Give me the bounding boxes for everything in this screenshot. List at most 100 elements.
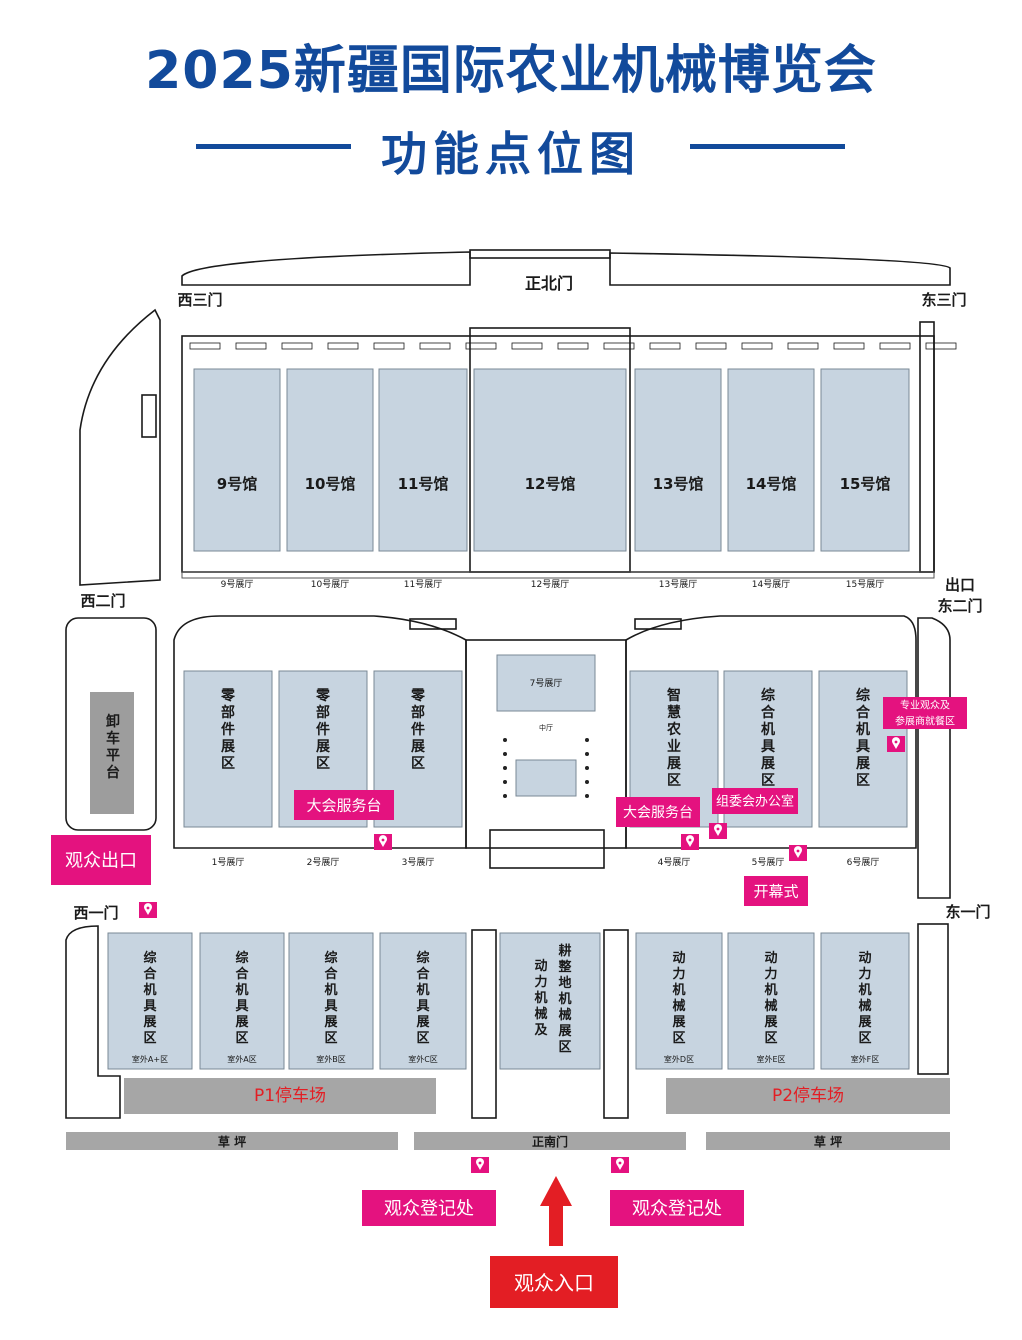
north-hall-door-mark: [603, 342, 635, 350]
outdoor-zone-name: 综合机具展区: [416, 950, 430, 1046]
parking-p1-label: P1停车场: [254, 1086, 326, 1106]
outdoor-zone-5: [635, 932, 723, 1070]
audience-entrance-label: 观众入口: [514, 1271, 594, 1295]
south-main-gate-strip: [414, 1132, 686, 1150]
north-hall-door-mark: [649, 342, 681, 350]
title-rule-right: [690, 144, 845, 149]
north-hall-12: [473, 368, 627, 552]
parking-p1: [124, 1078, 436, 1114]
service-desk-1-label: 大会服务台: [306, 796, 381, 814]
west-building-notch: [141, 394, 157, 438]
opening-ceremony-pin: [789, 845, 807, 861]
north-west-strip: [181, 251, 471, 286]
center-column-dot: [503, 780, 507, 784]
north-hall-15: [820, 368, 910, 552]
north-east-strip: [609, 252, 951, 286]
middle-hall-name: 综合机具展区: [760, 687, 776, 789]
north-hall-14: [727, 368, 815, 552]
pro-dining-pin: [887, 736, 905, 752]
north-hall-door-mark: [327, 342, 359, 350]
opening-ceremony-label-box: [744, 876, 808, 906]
north-hall-label: 9号展厅: [221, 579, 254, 590]
north-hall-name: 11号馆: [398, 475, 449, 493]
center-column-dot: [503, 766, 507, 770]
outdoor-zone-code: 室外E区: [756, 1054, 785, 1064]
middle-hall-label: 3号展厅: [402, 857, 435, 868]
outdoor-zone-code: 室外A区: [227, 1054, 256, 1064]
center-hall-label: 中厅: [539, 723, 553, 732]
north-hall-door-mark: [419, 342, 451, 350]
center-column-dot: [585, 794, 589, 798]
west-curved-building: [79, 308, 161, 586]
outdoor-zone-code: 室外D区: [664, 1054, 694, 1064]
middle-hall-1: [183, 670, 273, 828]
south-main-gate-label: 正南门: [532, 1134, 568, 1149]
east-2-exit-label: 出口: [945, 576, 975, 594]
north-hall-name: 13号馆: [653, 475, 704, 493]
lawn-east: [706, 1132, 950, 1150]
middle-east-door: [634, 618, 682, 630]
north-main-gate-label: 正北门: [525, 274, 573, 293]
middle-hall-name: 综合机具展区: [855, 687, 871, 789]
north-hall-door-mark: [557, 342, 589, 350]
north-hall-door-mark: [741, 342, 773, 350]
outdoor-zone-code: 室外C区: [408, 1054, 438, 1064]
middle-west-door: [409, 618, 457, 630]
middle-hall-label: 2号展厅: [307, 857, 340, 868]
outdoor-zone-3: [379, 932, 467, 1070]
outdoor-west-edge: [65, 925, 121, 1119]
audience-entrance-box: [490, 1256, 618, 1308]
east-1-strip: [917, 923, 949, 1075]
east-side-strip: [919, 321, 935, 573]
outdoor-zone-name: 动力机械展区: [672, 951, 686, 1046]
unloading-platform-label: 卸车平台: [106, 713, 120, 781]
north-hall-door-mark: [787, 342, 819, 350]
north-hall-corridor: [181, 571, 935, 579]
registration-2-pin: [611, 1157, 629, 1173]
title-rule-left: [196, 144, 351, 149]
pro-dining-line-2: 参展商就餐区: [895, 715, 955, 728]
outdoor-zone-0: [107, 932, 193, 1070]
center-column-dot: [503, 738, 507, 742]
north-hall-door-mark: [833, 342, 865, 350]
map-title: 2025新疆国际农业机械博览会: [145, 41, 877, 101]
audience-exit-label: 观众出口: [65, 850, 137, 871]
north-hall-label: 15号展厅: [846, 579, 884, 590]
east-3-gate-label: 东三门: [921, 291, 966, 309]
center-column-dot: [585, 766, 589, 770]
hall-7-label: 7号展厅: [530, 678, 563, 689]
outdoor-zone-name: 综合机具展区: [235, 950, 249, 1046]
pro-dining-line-2-box: [883, 713, 967, 729]
west-1-pin: [139, 902, 157, 918]
outdoor-zone-name: 动力机械展区: [858, 951, 872, 1046]
outdoor-zone-name: 综合机具展区: [324, 950, 338, 1046]
north-hall-door-mark: [695, 342, 727, 350]
middle-east-block: [625, 615, 917, 849]
middle-hall-name: 智慧农业展区: [666, 687, 682, 789]
opening-ceremony-label: 开幕式: [753, 882, 798, 900]
west-3-gate-label: 西三门: [177, 291, 222, 309]
registration-2-label-box: [610, 1190, 744, 1226]
registration-2-label: 观众登记处: [632, 1198, 722, 1219]
north-hall-door-mark: [511, 342, 543, 350]
center-column-dot: [585, 752, 589, 756]
middle-hall-label: 4号展厅: [658, 857, 691, 868]
outdoor-zone-6: [727, 932, 815, 1070]
center-column-dot: [585, 738, 589, 742]
service-desk-1-label-box: [294, 790, 394, 820]
organizer-office-label-box: [712, 788, 798, 814]
outdoor-zone-name: 耕整地机械展区: [557, 943, 572, 1055]
service-desk-2-pin: [681, 834, 699, 850]
middle-hall-label: 5号展厅: [752, 857, 785, 868]
north-hall-door-mark: [189, 342, 221, 350]
outdoor-zone-name: 综合机具展区: [143, 950, 157, 1046]
center-column-dot: [503, 752, 507, 756]
outdoor-zone-name: 动力机械展区: [764, 951, 778, 1046]
north-hall-door-mark: [373, 342, 405, 350]
north-hall-name: 14号馆: [746, 475, 797, 493]
north-hall-label: 12号展厅: [531, 579, 569, 590]
outdoor-zone-code: 室外B区: [316, 1054, 346, 1064]
center-hall-block: [515, 759, 577, 797]
north-hall-door-mark: [925, 342, 957, 350]
